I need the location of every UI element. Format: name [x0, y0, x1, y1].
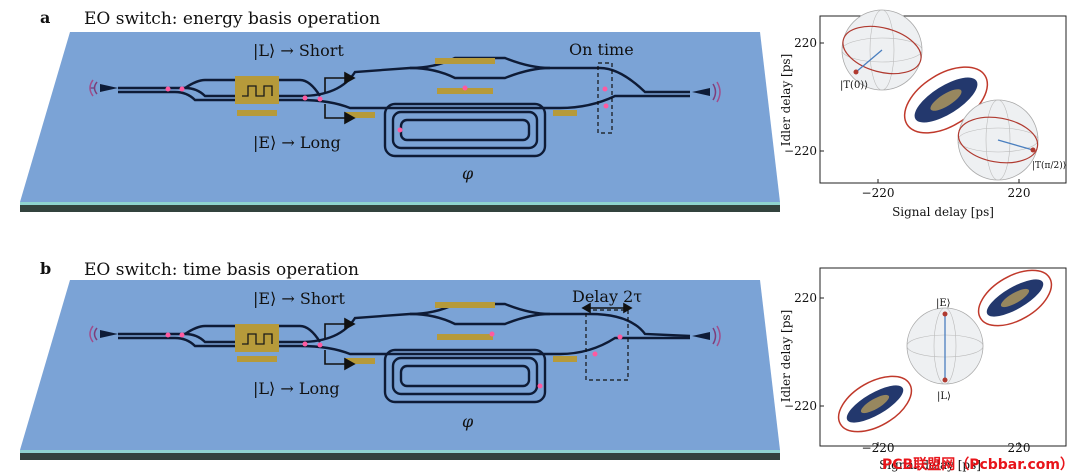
y-axis-label: Idler delay [ps] [779, 54, 793, 146]
watermark: PCB联盟网（Pcbbar.com） [882, 457, 1074, 473]
phase-label: φ [462, 412, 474, 431]
xtick-right: 220 [1008, 186, 1031, 200]
lower-route-label: |L⟩ → Long [253, 379, 340, 398]
xtick-left: −220 [862, 441, 895, 455]
output-coupler-icon [692, 325, 721, 347]
sphere-label-t0: |T(0)⟩ [840, 80, 868, 91]
data-ellipse [977, 269, 1053, 327]
sphere-label-l: |L⟩ [937, 391, 951, 402]
panel-b-chip-diagram: |E⟩ → Short |L⟩ → Long Delay 2τ φ [20, 280, 780, 460]
chip-top-surface [20, 280, 780, 450]
electrodes [235, 58, 577, 118]
bloch-sphere-icon [906, 307, 984, 385]
panel-a-title: EO switch: energy basis operation [84, 9, 381, 29]
sphere-label-tpi2: |T(π/2)⟩ [1032, 160, 1066, 171]
upper-route-label: |L⟩ → Short [253, 41, 344, 60]
timing-window [597, 62, 613, 134]
x-axis-label: Signal delay [ps] [879, 458, 981, 472]
input-coupler-icon [89, 79, 118, 97]
panel-b-letter: b [40, 259, 52, 278]
rf-square-wave-icon [242, 85, 273, 97]
y-axis-label: Idler delay [ps] [779, 310, 793, 402]
ytick-bottom: −220 [784, 144, 817, 158]
window-label: Delay 2τ [572, 287, 642, 306]
ytick-top: 220 [794, 291, 817, 305]
phase-label: φ [462, 164, 474, 183]
sphere-label-e: |E⟩ [936, 298, 951, 309]
output-coupler-icon [692, 81, 721, 103]
panel-a-chip-diagram: |L⟩ → Short |E⟩ → Long On time φ [20, 32, 780, 212]
lower-route-label: |E⟩ → Long [253, 133, 341, 152]
plot-frame [819, 267, 1067, 447]
data-ellipse [903, 66, 989, 134]
panel-a-letter: a [40, 8, 51, 27]
xtick-right: 220 [1008, 441, 1031, 455]
x-axis-label: Signal delay [ps] [892, 205, 994, 219]
ytick-top: 220 [794, 36, 817, 50]
panel-b-title: EO switch: time basis operation [84, 260, 359, 280]
bloch-sphere-icon [841, 9, 923, 91]
delay-window [585, 309, 629, 381]
window-label: On time [569, 40, 634, 59]
rf-square-wave-icon [242, 333, 273, 345]
chip-top-surface [20, 32, 780, 202]
ytick-bottom: −220 [784, 399, 817, 413]
xtick-left: −220 [862, 186, 895, 200]
panel-a-plot: 220 −220 −220 220 Signal delay [ps] Idle… [779, 9, 1067, 219]
plot-frame [819, 15, 1067, 184]
input-coupler-icon [89, 325, 118, 343]
upper-route-label: |E⟩ → Short [253, 289, 345, 308]
data-ellipse [837, 375, 913, 433]
bloch-sphere-icon [957, 99, 1039, 181]
panel-b-plot: 220 −220 −220 220 Signal delay [ps] Idle… [779, 267, 1067, 472]
